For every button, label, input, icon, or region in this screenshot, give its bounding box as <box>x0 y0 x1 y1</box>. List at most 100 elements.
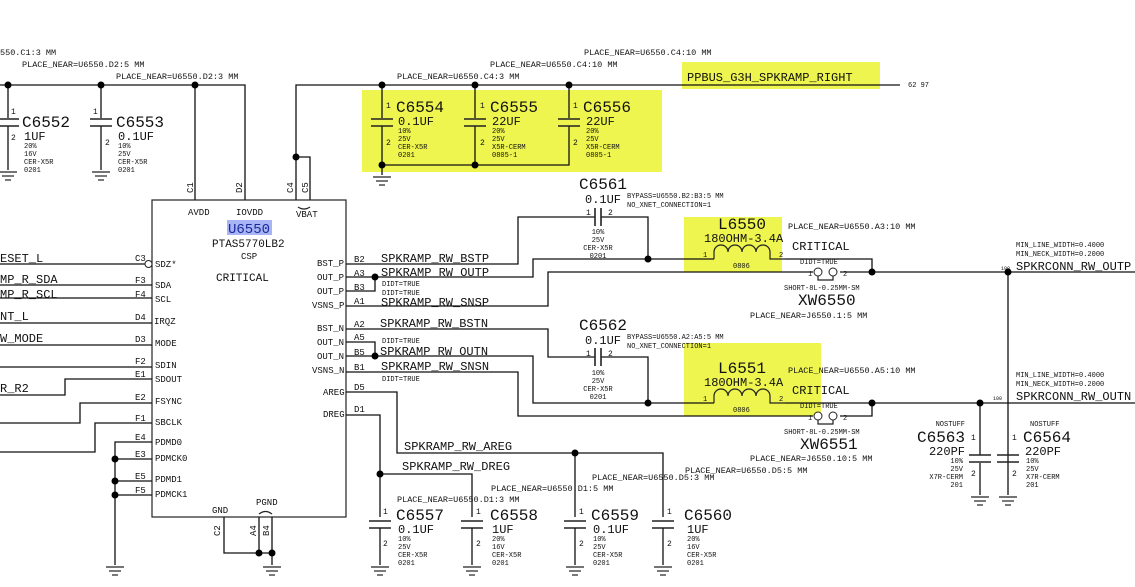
schematic-text: F2 <box>135 357 146 367</box>
schematic-text: 10% <box>592 370 605 378</box>
schematic-text: E1 <box>135 370 146 380</box>
schematic-text: DIDT=TRUE <box>382 338 420 346</box>
schematic-text: C6564 <box>1023 429 1071 447</box>
schematic-text: PDMD1 <box>155 475 182 485</box>
schematic-text: 10% <box>950 458 963 466</box>
schematic-text: PDMCK1 <box>155 490 187 500</box>
schematic-text: 2 <box>779 396 783 404</box>
net-label[interactable]: MP_R_SCL <box>0 288 58 302</box>
schematic-text: OUT_N <box>317 338 344 348</box>
schematic-text: DIDT=TRUE <box>382 376 420 384</box>
output-outp[interactable]: MIN_LINE_WIDTH=0.4000 MIN_NECK_WIDTH=0.2… <box>1001 242 1131 274</box>
schematic-text: SBCLK <box>155 418 183 428</box>
net-label[interactable]: R_R2 <box>0 382 29 396</box>
schematic-text: CER-X5R <box>492 552 522 560</box>
schematic-text: C6556 <box>583 99 631 117</box>
schematic-text: B5 <box>354 348 365 358</box>
place-note: 550.C1:3 MM <box>0 48 56 58</box>
place-note: PLACE_NEAR=U6550.D2:5 MM <box>22 60 144 70</box>
net-label[interactable]: MP_R_SDA <box>0 273 58 287</box>
output-outn[interactable]: MIN_LINE_WIDTH=0.4000 MIN_NECK_WIDTH=0.2… <box>993 372 1131 404</box>
pin-num: D2 <box>235 182 245 193</box>
net-label[interactable]: NT_L <box>0 310 29 324</box>
schematic-text: CER-X5R <box>118 159 148 167</box>
schematic-text: BST_N <box>317 324 344 334</box>
schematic-text: 2 <box>480 139 485 148</box>
schematic-text: SPKRAMP_RW_OUTP <box>381 266 489 280</box>
schematic-text: SPKRAMP_RW_BSTN <box>380 317 488 331</box>
schematic-text: 10% <box>118 143 131 151</box>
schematic-text: CER-X5R <box>687 552 717 560</box>
schematic-text: 0201 <box>492 560 509 568</box>
schematic-text: 20% <box>586 128 599 136</box>
schematic-text: 20% <box>687 536 700 544</box>
schematic-text: MIN_NECK_WIDTH=0.2000 <box>1016 251 1104 259</box>
schematic-text: X5R-CERM <box>586 144 620 152</box>
schematic-text: 1 <box>586 350 591 359</box>
chip-critical: CRITICAL <box>216 273 269 285</box>
schematic-text: 0.1UF <box>593 523 629 537</box>
schematic-text: 1UF <box>492 523 514 537</box>
schematic-text: SHORT-8L-0.25MM-SM <box>784 285 860 293</box>
schematic-text: 10% <box>593 536 606 544</box>
chip-u6550[interactable]: U6550 PTAS5770LB2 CSP CRITICAL <box>151 199 347 518</box>
schematic-text: C6558 <box>490 507 538 525</box>
page-reference[interactable]: 62 97 <box>908 82 929 90</box>
schematic-text: 1 <box>586 209 591 218</box>
schematic-text: 2 <box>386 139 391 148</box>
schematic-text: 25V <box>592 237 605 245</box>
schematic-text: C6552 <box>22 114 70 132</box>
pin-num: A4 <box>249 525 259 536</box>
schematic-text: 0.1UF <box>398 115 434 129</box>
schematic-text: 2 <box>476 540 481 549</box>
schematic-text: E3 <box>135 450 146 460</box>
net-label[interactable]: W_MODE <box>0 332 43 346</box>
schematic-text: CER-X5R <box>24 159 54 167</box>
schematic-text: F1 <box>135 414 146 424</box>
schematic-text: CRITICAL <box>792 240 850 254</box>
chip-ref[interactable]: U6550 <box>228 222 270 238</box>
schematic-text: 0805-1 <box>492 152 517 160</box>
highlight-l6550 <box>684 217 782 272</box>
schematic-text: A2 <box>354 320 365 330</box>
schematic-text: 0201 <box>590 253 607 261</box>
schematic-text: CER-X5R <box>398 552 428 560</box>
schematic-text: C6557 <box>396 507 444 525</box>
chip-part: PTAS5770LB2 <box>212 239 285 251</box>
schematic-text: C6560 <box>684 507 732 525</box>
schematic-text: PLACE_NEAR=J6550.10:5 MM <box>750 454 872 464</box>
schematic-text: MIN_NECK_WIDTH=0.2000 <box>1016 381 1104 389</box>
schematic-text: MIN_LINE_WIDTH=0.4000 <box>1016 242 1104 250</box>
net-labels-right[interactable]: SPKRAMP_RW_BSTP SPKRAMP_RW_OUTP DIDT=TRU… <box>380 252 512 474</box>
schematic-text: CER-X5R <box>593 552 623 560</box>
schematic-text: C6561 <box>579 176 627 194</box>
schematic-text: DIDT=TRUE <box>382 281 420 289</box>
net-label[interactable]: ESET_L <box>0 252 43 266</box>
schematic-text: PDMD0 <box>155 438 182 448</box>
schematic-text: NOSTUFF <box>1030 421 1059 429</box>
schematic-text: C6555 <box>490 99 538 117</box>
schematic-text: D1 <box>354 405 365 415</box>
schematic-text: 0201 <box>687 560 704 568</box>
schematic-text: 2 <box>843 271 847 279</box>
schematic-text: SCL <box>155 295 171 305</box>
schematic-text: D5 <box>354 383 365 393</box>
place-note: PLACE_NEAR=U6550.D1:3 MM <box>397 495 519 505</box>
schematic-text: 20% <box>24 143 37 151</box>
pin-name: VBAT <box>296 210 318 220</box>
schematic-text: 25V <box>592 378 605 386</box>
schematic-text: 2 <box>579 540 584 549</box>
schematic-text: BYPASS=U6550.B2:B3:5 MM <box>627 193 724 201</box>
schematic-text: 2 <box>843 415 847 423</box>
schematic-text: 0201 <box>118 167 135 175</box>
schematic-text: 25V <box>1026 466 1039 474</box>
schematic-text: CRITICAL <box>792 384 850 398</box>
schematic-text: SDIN <box>155 361 177 371</box>
